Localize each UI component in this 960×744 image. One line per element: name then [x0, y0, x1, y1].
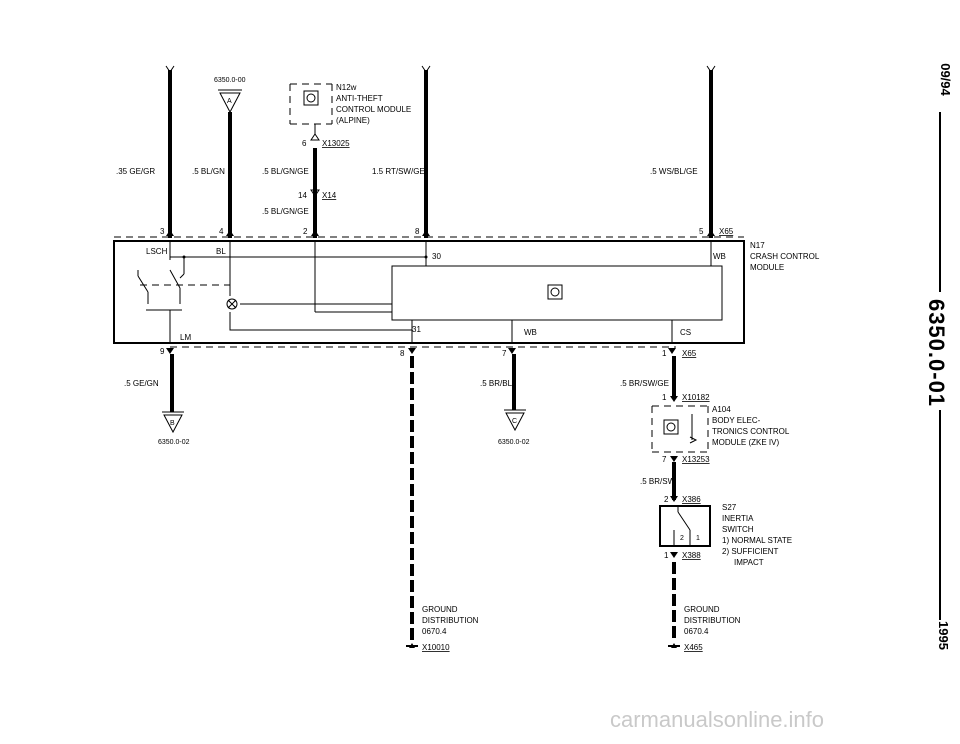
n12w-name: N12w — [336, 83, 357, 92]
n17-line2: MODULE — [750, 263, 784, 272]
connector-marker-a: 6350.0-00 A — [214, 77, 246, 114]
wire-label-5-bl-gn-ge-lower: .5 BL/GN/GE — [262, 207, 309, 216]
a104-line2: TRONICS CONTROL — [712, 427, 790, 436]
ground-right-line2: DISTRIBUTION — [684, 616, 741, 625]
label-wb-bottom: WB — [524, 328, 537, 337]
ground-left-line2: DISTRIBUTION — [422, 616, 479, 625]
label-wb-top: WB — [713, 252, 726, 261]
label-pin-31: 31 — [412, 325, 421, 334]
pin-1-x10182: 1 — [662, 393, 667, 402]
wire-label-5-ge-gn: .5 GE/GN — [124, 379, 159, 388]
wire-ground-distribution-left — [406, 356, 418, 648]
switch-pos-1: 1 — [696, 535, 700, 542]
a104-line1: BODY ELEC- — [712, 416, 761, 425]
conn-x10010: X10010 — [422, 643, 450, 652]
conn-x386: X386 — [682, 495, 701, 504]
a104-body-electronics-module: 1 X10182 A104 BODY ELEC- TRONICS CONTROL… — [651, 393, 790, 464]
connector-ref-6350-0-00: 6350.0-00 — [214, 77, 246, 84]
conn-x388: X388 — [682, 551, 701, 560]
wire-5-ge-gn: B — [162, 354, 184, 434]
s27-inertia-switch: 2 X386 2 1 S27 INERTIA SWITCH 1) NORMAL … — [659, 495, 792, 567]
ground-left-line1: GROUND — [422, 605, 458, 614]
s27-name: S27 — [722, 503, 737, 512]
ref-6350-0-02-b: 6350.0-02 — [158, 439, 190, 446]
pin-1-bottom: 1 — [662, 349, 667, 358]
s27-line3: 1) NORMAL STATE — [722, 536, 792, 545]
bottom-pin-arrows — [166, 348, 676, 354]
pin-1-x388: 1 — [664, 551, 669, 560]
label-pin-30: 30 — [432, 252, 441, 261]
wire-label-5-br-sw: .5 BR/SW — [640, 477, 676, 486]
pin-8-bottom: 8 — [400, 349, 405, 358]
label-lsch: LSCH — [146, 247, 168, 256]
wire-label-5-br-sw-ge: .5 BR/SW/GE — [620, 379, 669, 388]
conn-x465: X465 — [684, 643, 703, 652]
s27-line2: SWITCH — [722, 525, 754, 534]
ref-6350-0-02-c: 6350.0-02 — [498, 439, 530, 446]
wire-35-ge-gr — [165, 65, 175, 238]
n12w-line2: CONTROL MODULE — [336, 105, 411, 114]
pin-6-x13025: 6 — [302, 139, 307, 148]
a104-name: A104 — [712, 405, 731, 414]
ground-right-line3: 0670.4 — [684, 627, 709, 636]
pin-2-x386: 2 — [664, 495, 669, 504]
label-bl: BL — [216, 247, 226, 256]
wire-5-ws-bl-ge — [706, 65, 716, 238]
pin-8-top: 8 — [415, 227, 420, 236]
n17-internal-unit — [391, 265, 723, 321]
s27-line5: IMPACT — [734, 558, 764, 567]
wire-15-rt-sw-ge — [421, 65, 431, 238]
n12w-line1: ANTI-THEFT — [336, 94, 383, 103]
s27-line4: 2) SUFFICIENT — [722, 547, 779, 556]
conn-x13253: X13253 — [682, 455, 710, 464]
conn-x65-top: X65 — [719, 227, 734, 236]
conn-x13025: X13025 — [322, 139, 350, 148]
s27-line1: INERTIA — [722, 514, 754, 523]
margin-line-top — [939, 112, 941, 292]
marker-letter-c: C — [512, 418, 517, 425]
n17-line1: CRASH CONTROL — [750, 252, 820, 261]
watermark: carmanualsonline.info — [610, 707, 825, 732]
lamp-icon — [226, 298, 238, 310]
wire-label-15-rt-sw-ge: 1.5 RT/SW/GE — [372, 167, 425, 176]
page-date: 09/94 — [938, 63, 954, 96]
wire-label-5-ws-bl-ge: .5 WS/BL/GE — [650, 167, 698, 176]
n17-crash-control-module: N17 CRASH CONTROL MODULE LSCH BL 30 WB L… — [113, 240, 820, 344]
page-number: 6350.0-01 — [923, 298, 949, 408]
margin-line-bottom — [939, 410, 941, 620]
control-unit-icon — [547, 284, 563, 300]
pin-9: 9 — [160, 347, 165, 356]
wire-label-5-bl-gn: .5 BL/GN — [192, 167, 225, 176]
wire-ground-distribution-right — [668, 562, 680, 648]
top-pin-arrows — [166, 230, 715, 236]
pin-3: 3 — [160, 227, 165, 236]
ground-left-line3: 0670.4 — [422, 627, 447, 636]
n17-name: N17 — [750, 241, 765, 250]
pin-5: 5 — [699, 227, 704, 236]
pin-4: 4 — [219, 227, 224, 236]
pin-7-bottom: 7 — [502, 349, 507, 358]
switch-pos-2: 2 — [680, 535, 684, 542]
wire-label-5-br-bl: .5 BR/BL — [480, 379, 513, 388]
marker-letter-a: A — [227, 98, 232, 105]
wire-label-5-bl-gn-ge-upper: .5 BL/GN/GE — [262, 167, 309, 176]
label-cs: CS — [680, 328, 691, 337]
conn-x65-bottom: X65 — [682, 349, 697, 358]
wire-label-35-ge-gr: .35 GE/GR — [116, 167, 155, 176]
pin-2: 2 — [303, 227, 308, 236]
pin-14-x14: 14 — [298, 191, 307, 200]
conn-x10182: X10182 — [682, 393, 710, 402]
pin-7-x13253: 7 — [662, 455, 667, 464]
label-lm: LM — [180, 333, 191, 342]
n12w-line3: (ALPINE) — [336, 116, 370, 125]
n12w-anti-theft-module: N12w ANTI-THEFT CONTROL MODULE (ALPINE) … — [289, 83, 411, 200]
wire-5-br-bl: C — [504, 354, 526, 432]
page-year: 1995 — [936, 621, 952, 650]
a104-line3: MODULE (ZKE IV) — [712, 438, 779, 447]
ground-right-line1: GROUND — [684, 605, 720, 614]
conn-x14: X14 — [322, 191, 337, 200]
marker-letter-b: B — [170, 420, 175, 427]
